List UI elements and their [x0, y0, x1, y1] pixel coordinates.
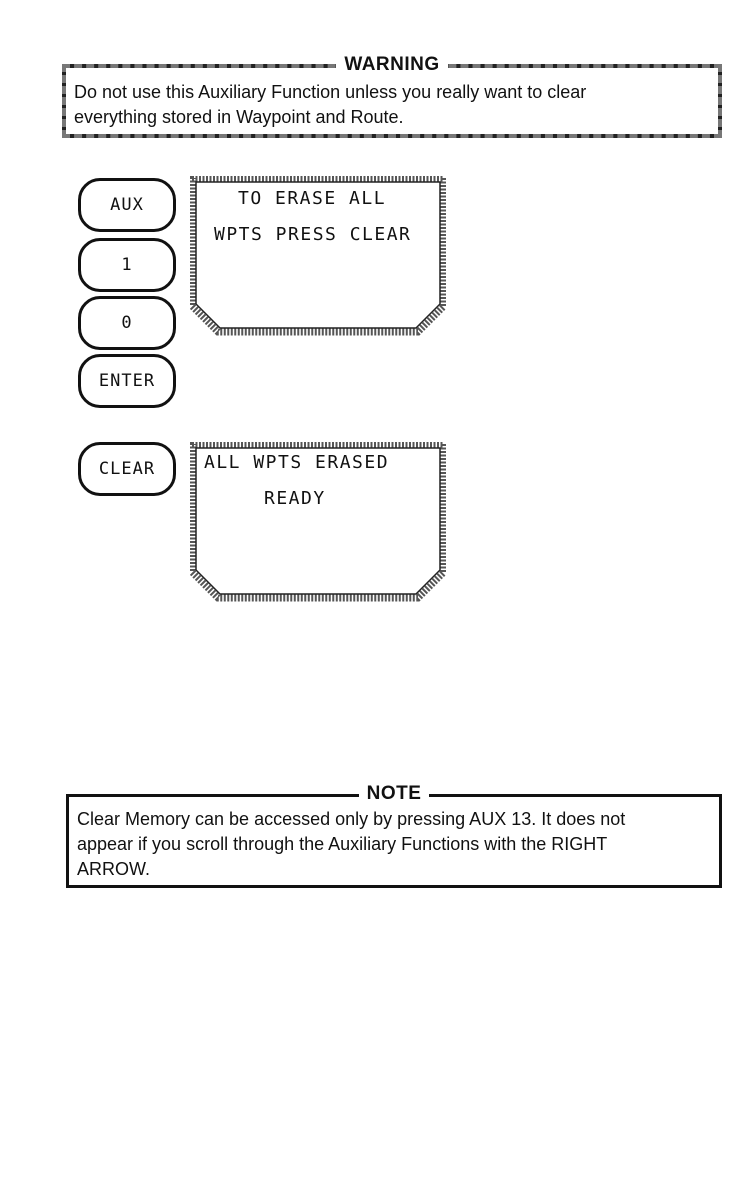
- aux-key-label: AUX: [110, 195, 144, 215]
- warning-text: Do not use this Auxiliary Function unles…: [74, 80, 710, 130]
- enter-key-label: ENTER: [98, 371, 156, 391]
- note-text: Clear Memory can be accessed only by pre…: [77, 807, 711, 882]
- zero-key-label: 0: [121, 313, 133, 333]
- display-screen-2: ALL WPTS ERASED READY: [190, 442, 446, 602]
- note-title: NOTE: [358, 783, 430, 804]
- clear-key-label: CLEAR: [98, 459, 156, 479]
- warning-title: WARNING: [336, 54, 448, 75]
- aux-key[interactable]: AUX: [78, 178, 176, 232]
- display-frame-1: [190, 176, 446, 336]
- screen-1-line-1: TO ERASE ALL: [238, 188, 387, 209]
- zero-key[interactable]: 0: [78, 296, 176, 350]
- screen-1-line-2: WPTS PRESS CLEAR: [214, 224, 412, 245]
- screen-2-line-2: READY: [264, 488, 326, 509]
- display-screen-1: TO ERASE ALL WPTS PRESS CLEAR: [190, 176, 446, 336]
- note-box: NOTE Clear Memory can be accessed only b…: [66, 783, 722, 888]
- screen-2-line-1: ALL WPTS ERASED: [204, 452, 390, 473]
- note-line-3: ARROW.: [77, 859, 151, 879]
- one-key[interactable]: 1: [78, 238, 176, 292]
- warning-line-2: everything stored in Waypoint and Route.: [74, 107, 404, 127]
- note-line-2: appear if you scroll through the Auxilia…: [77, 834, 608, 854]
- display-frame-2: [190, 442, 446, 602]
- one-key-label: 1: [121, 255, 133, 275]
- enter-key[interactable]: ENTER: [78, 354, 176, 408]
- warning-line-1: Do not use this Auxiliary Function unles…: [74, 82, 587, 102]
- warning-box: WARNING Do not use this Auxiliary Functi…: [62, 54, 722, 138]
- clear-key[interactable]: CLEAR: [78, 442, 176, 496]
- note-line-1: Clear Memory can be accessed only by pre…: [77, 809, 626, 829]
